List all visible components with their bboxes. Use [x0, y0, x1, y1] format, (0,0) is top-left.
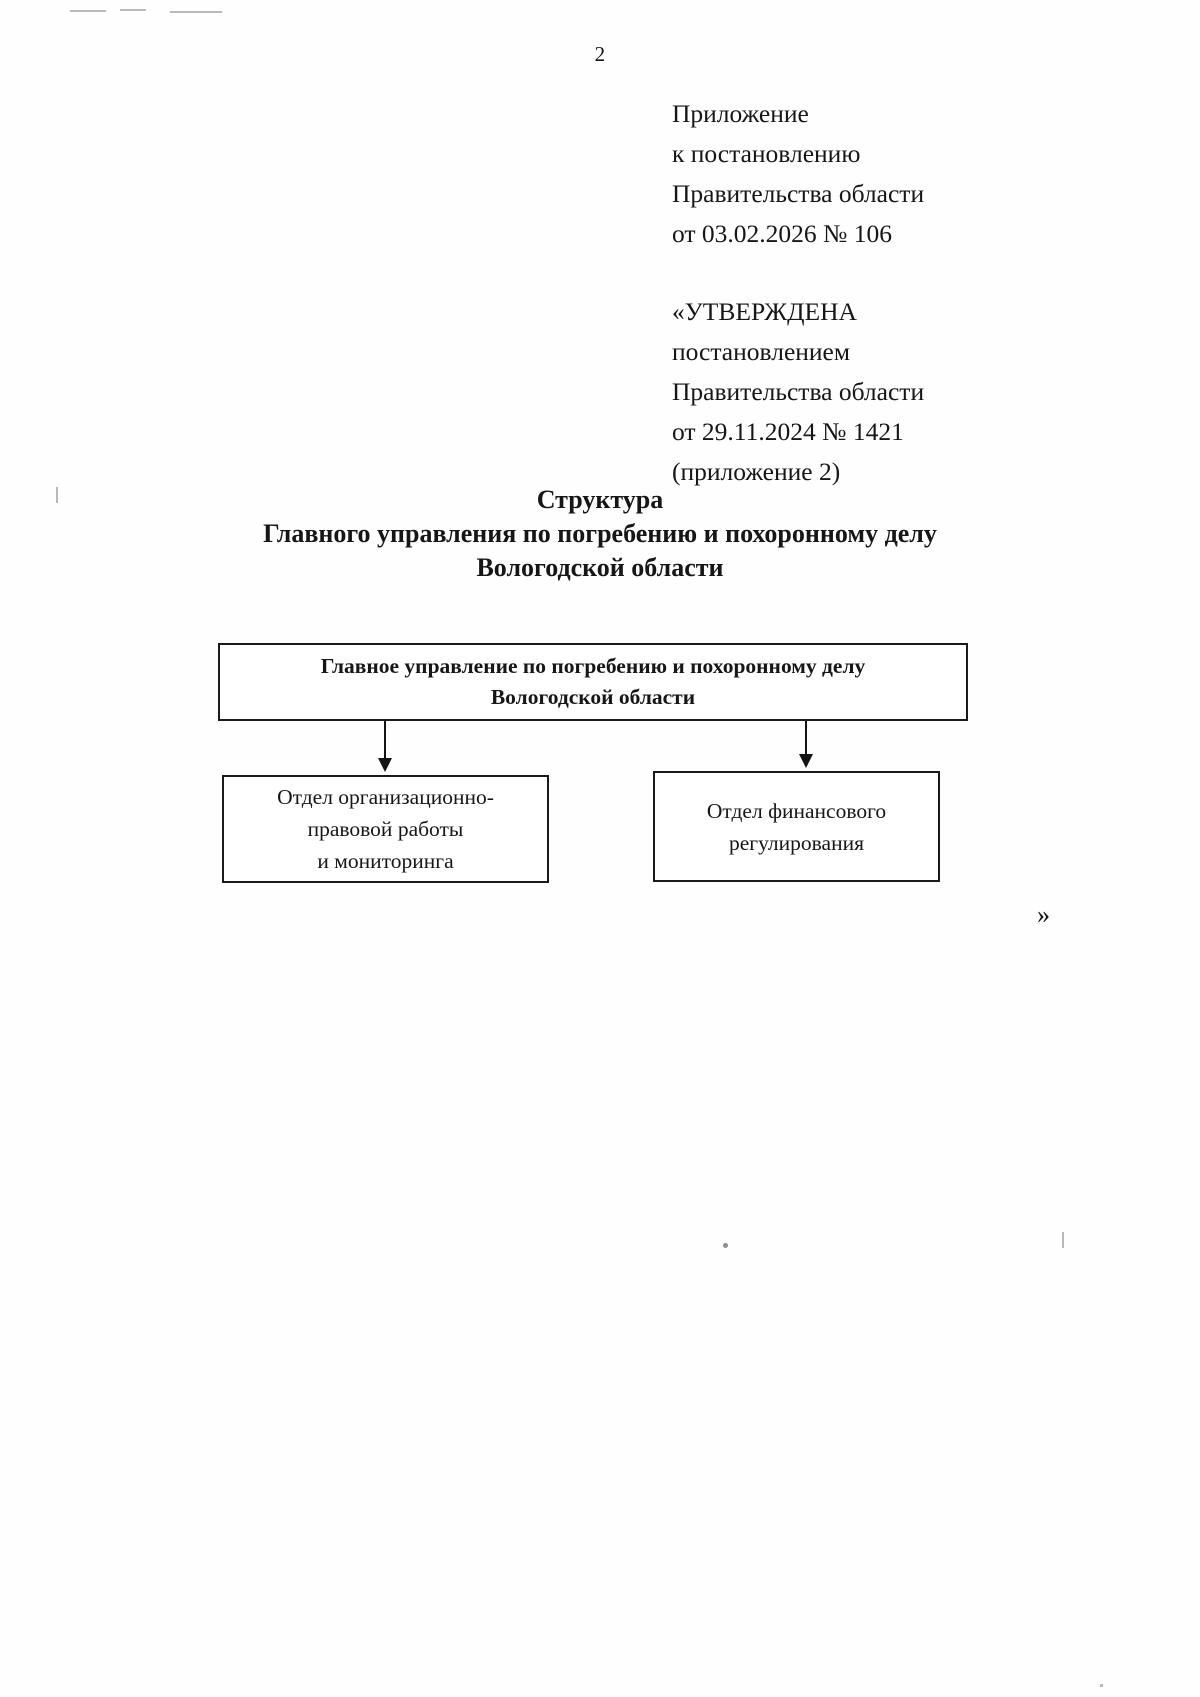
connector-root-to-finance	[805, 721, 807, 757]
approved-line-1: «УТВЕРЖДЕНА	[672, 297, 857, 326]
org-node-legal-department: Отдел организационно- правовой работы и …	[222, 775, 549, 883]
page-title: Структура Главного управления по погребе…	[0, 483, 1200, 585]
title-line-2: Главного управления по погребению и похо…	[263, 519, 937, 548]
approved-line-3: Правительства области	[672, 377, 925, 406]
appendix-line-1: Приложение	[672, 99, 809, 128]
org-node-root-line-1: Главное управление по погребению и похор…	[320, 654, 866, 678]
org-node-finance-line-2: регулирования	[729, 830, 864, 855]
appendix-line-3: Правительства области	[672, 179, 925, 208]
org-node-root-text: Главное управление по погребению и похор…	[220, 651, 966, 713]
approved-line-5: (приложение 2)	[672, 457, 841, 486]
org-node-finance-department: Отдел финансового регулирования	[653, 771, 940, 882]
page-number: 2	[594, 42, 606, 66]
org-node-legal-line-2: правовой работы	[307, 817, 464, 841]
scan-artifact-bottom	[1100, 1684, 1103, 1687]
arrowhead-legal	[378, 758, 392, 772]
title-line-3: Вологодской области	[476, 553, 724, 582]
org-node-root-line-2: Вологодской области	[490, 685, 696, 709]
scan-artifact-top-left-2	[120, 9, 146, 11]
approval-block: Приложение к постановлению Правительства…	[672, 94, 1092, 492]
closing-quote: »	[1037, 900, 1050, 929]
org-node-finance-line-1: Отдел финансового	[706, 798, 887, 823]
scan-artifact-top-left-3	[170, 11, 222, 13]
org-node-legal-line-1: Отдел организационно-	[277, 785, 494, 809]
org-node-legal-line-3: и мониторинга	[317, 849, 454, 873]
approved-line-2: постановлением	[672, 337, 851, 366]
approved-line-4: от 29.11.2024 № 1421	[672, 417, 904, 446]
title-line-1: Структура	[536, 485, 664, 514]
org-node-legal-text: Отдел организационно- правовой работы и …	[224, 781, 547, 877]
appendix-line-4: от 03.02.2026 № 106	[672, 219, 893, 248]
org-node-finance-text: Отдел финансового регулирования	[655, 795, 938, 859]
arrowhead-finance	[799, 754, 813, 768]
scan-artifact-left-margin	[56, 487, 58, 503]
connector-root-to-legal	[384, 721, 386, 761]
scan-artifact-right-margin	[1062, 1232, 1064, 1248]
scan-artifact-dot	[723, 1243, 728, 1248]
org-node-root: Главное управление по погребению и похор…	[218, 643, 968, 721]
appendix-line-2: к постановлению	[672, 139, 861, 168]
scan-artifact-top-left	[70, 10, 106, 12]
